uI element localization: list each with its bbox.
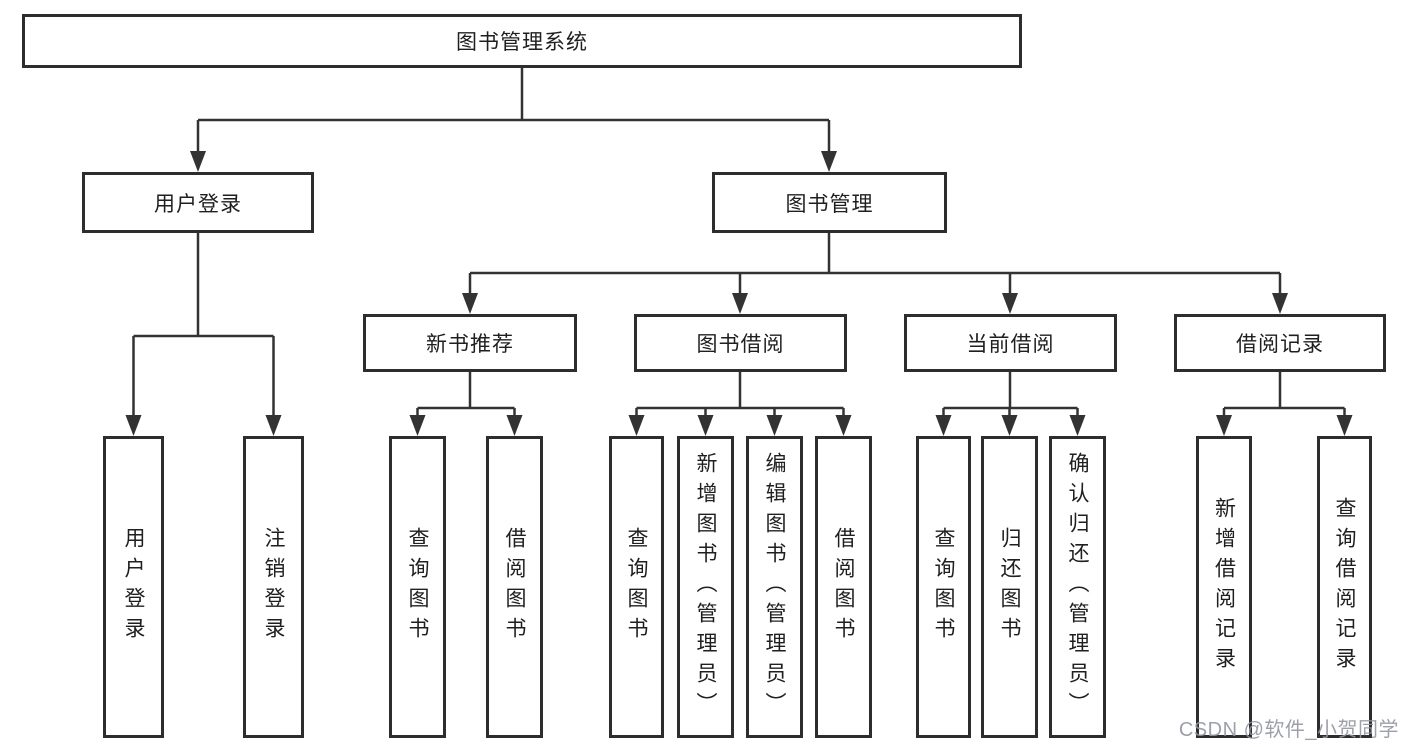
arrowhead-icon (1216, 415, 1232, 436)
leaf-query-borrow-record: 查询借阅记录 (1317, 436, 1372, 738)
arrowhead-icon (409, 415, 426, 436)
arrowhead-icon (935, 415, 952, 436)
leaf-user-login: 用户登录 (103, 436, 164, 738)
arrowhead-icon (506, 415, 523, 436)
node-label: 查询借阅记录 (1333, 497, 1356, 677)
leaf-logout: 注销登录 (243, 436, 304, 738)
arrowheads (125, 151, 1353, 436)
node-label: 图书管理 (785, 192, 874, 216)
node-label: 用户登录 (154, 192, 242, 216)
leaf-add-book-admin: 新增图书（管理员） (677, 436, 734, 738)
leaf-borrow-books: 借阅图书 (815, 436, 872, 738)
node-label: 新书推荐 (426, 333, 514, 356)
arrowhead-icon (697, 415, 714, 436)
node-book-management: 图书管理 (712, 172, 947, 233)
leaf-query-books-borrow: 查询图书 (609, 436, 664, 738)
node-label: 查询图书 (406, 527, 429, 647)
node-user-login: 用户登录 (82, 172, 314, 233)
node-label: 当前借阅 (966, 333, 1055, 356)
node-label: 编辑图书（管理员） (763, 452, 786, 722)
node-label: 归还图书 (998, 527, 1021, 647)
node-label: 查询图书 (932, 527, 955, 647)
arrowhead-icon (190, 151, 206, 172)
arrowhead-icon (821, 151, 837, 172)
node-label: 借阅记录 (1236, 333, 1324, 356)
leaf-query-books-current: 查询图书 (916, 436, 971, 738)
node-label: 用户登录 (122, 527, 145, 647)
arrowhead-icon (1069, 415, 1086, 436)
leaf-confirm-return-admin: 确认归还（管理员） (1049, 436, 1106, 738)
arrowhead-icon (1336, 415, 1353, 436)
node-label: 借阅图书 (503, 527, 526, 647)
node-label: 新增借阅记录 (1212, 497, 1236, 677)
arrowhead-icon (628, 415, 645, 436)
node-label: 借阅图书 (832, 527, 855, 647)
node-label: 注销登录 (262, 527, 285, 647)
arrowhead-icon (1001, 415, 1018, 436)
csdn-watermark: CSDN @软件_小贺同学 (1178, 719, 1399, 741)
arrowhead-icon (265, 415, 282, 436)
node-current-borrowing: 当前借阅 (904, 314, 1117, 372)
arrowhead-icon (732, 293, 748, 314)
arrowhead-icon (1272, 293, 1288, 314)
node-label: 查询图书 (625, 527, 648, 647)
leaf-query-books-recommend: 查询图书 (389, 436, 446, 738)
node-label: 确认归还（管理员） (1066, 452, 1089, 722)
node-borrowing-records: 借阅记录 (1174, 314, 1386, 372)
arrowhead-icon (462, 293, 478, 314)
leaf-add-borrow-record: 新增借阅记录 (1196, 436, 1252, 738)
arrowhead-icon (766, 415, 783, 436)
node-new-book-recommendation: 新书推荐 (363, 314, 577, 372)
node-label: 图书管理系统 (456, 31, 588, 54)
node-label: 图书借阅 (696, 333, 785, 356)
node-label: 新增图书（管理员） (694, 452, 717, 722)
leaf-return-book: 归还图书 (981, 436, 1038, 738)
arrowhead-icon (125, 415, 142, 436)
leaf-edit-book-admin: 编辑图书（管理员） (746, 436, 803, 738)
arrowhead-icon (1002, 293, 1018, 314)
leaf-borrow-books-recommend: 借阅图书 (486, 436, 543, 738)
node-library-management-system: 图书管理系统 (22, 14, 1022, 68)
node-book-borrowing: 图书借阅 (634, 314, 847, 372)
arrowhead-icon (835, 415, 852, 436)
